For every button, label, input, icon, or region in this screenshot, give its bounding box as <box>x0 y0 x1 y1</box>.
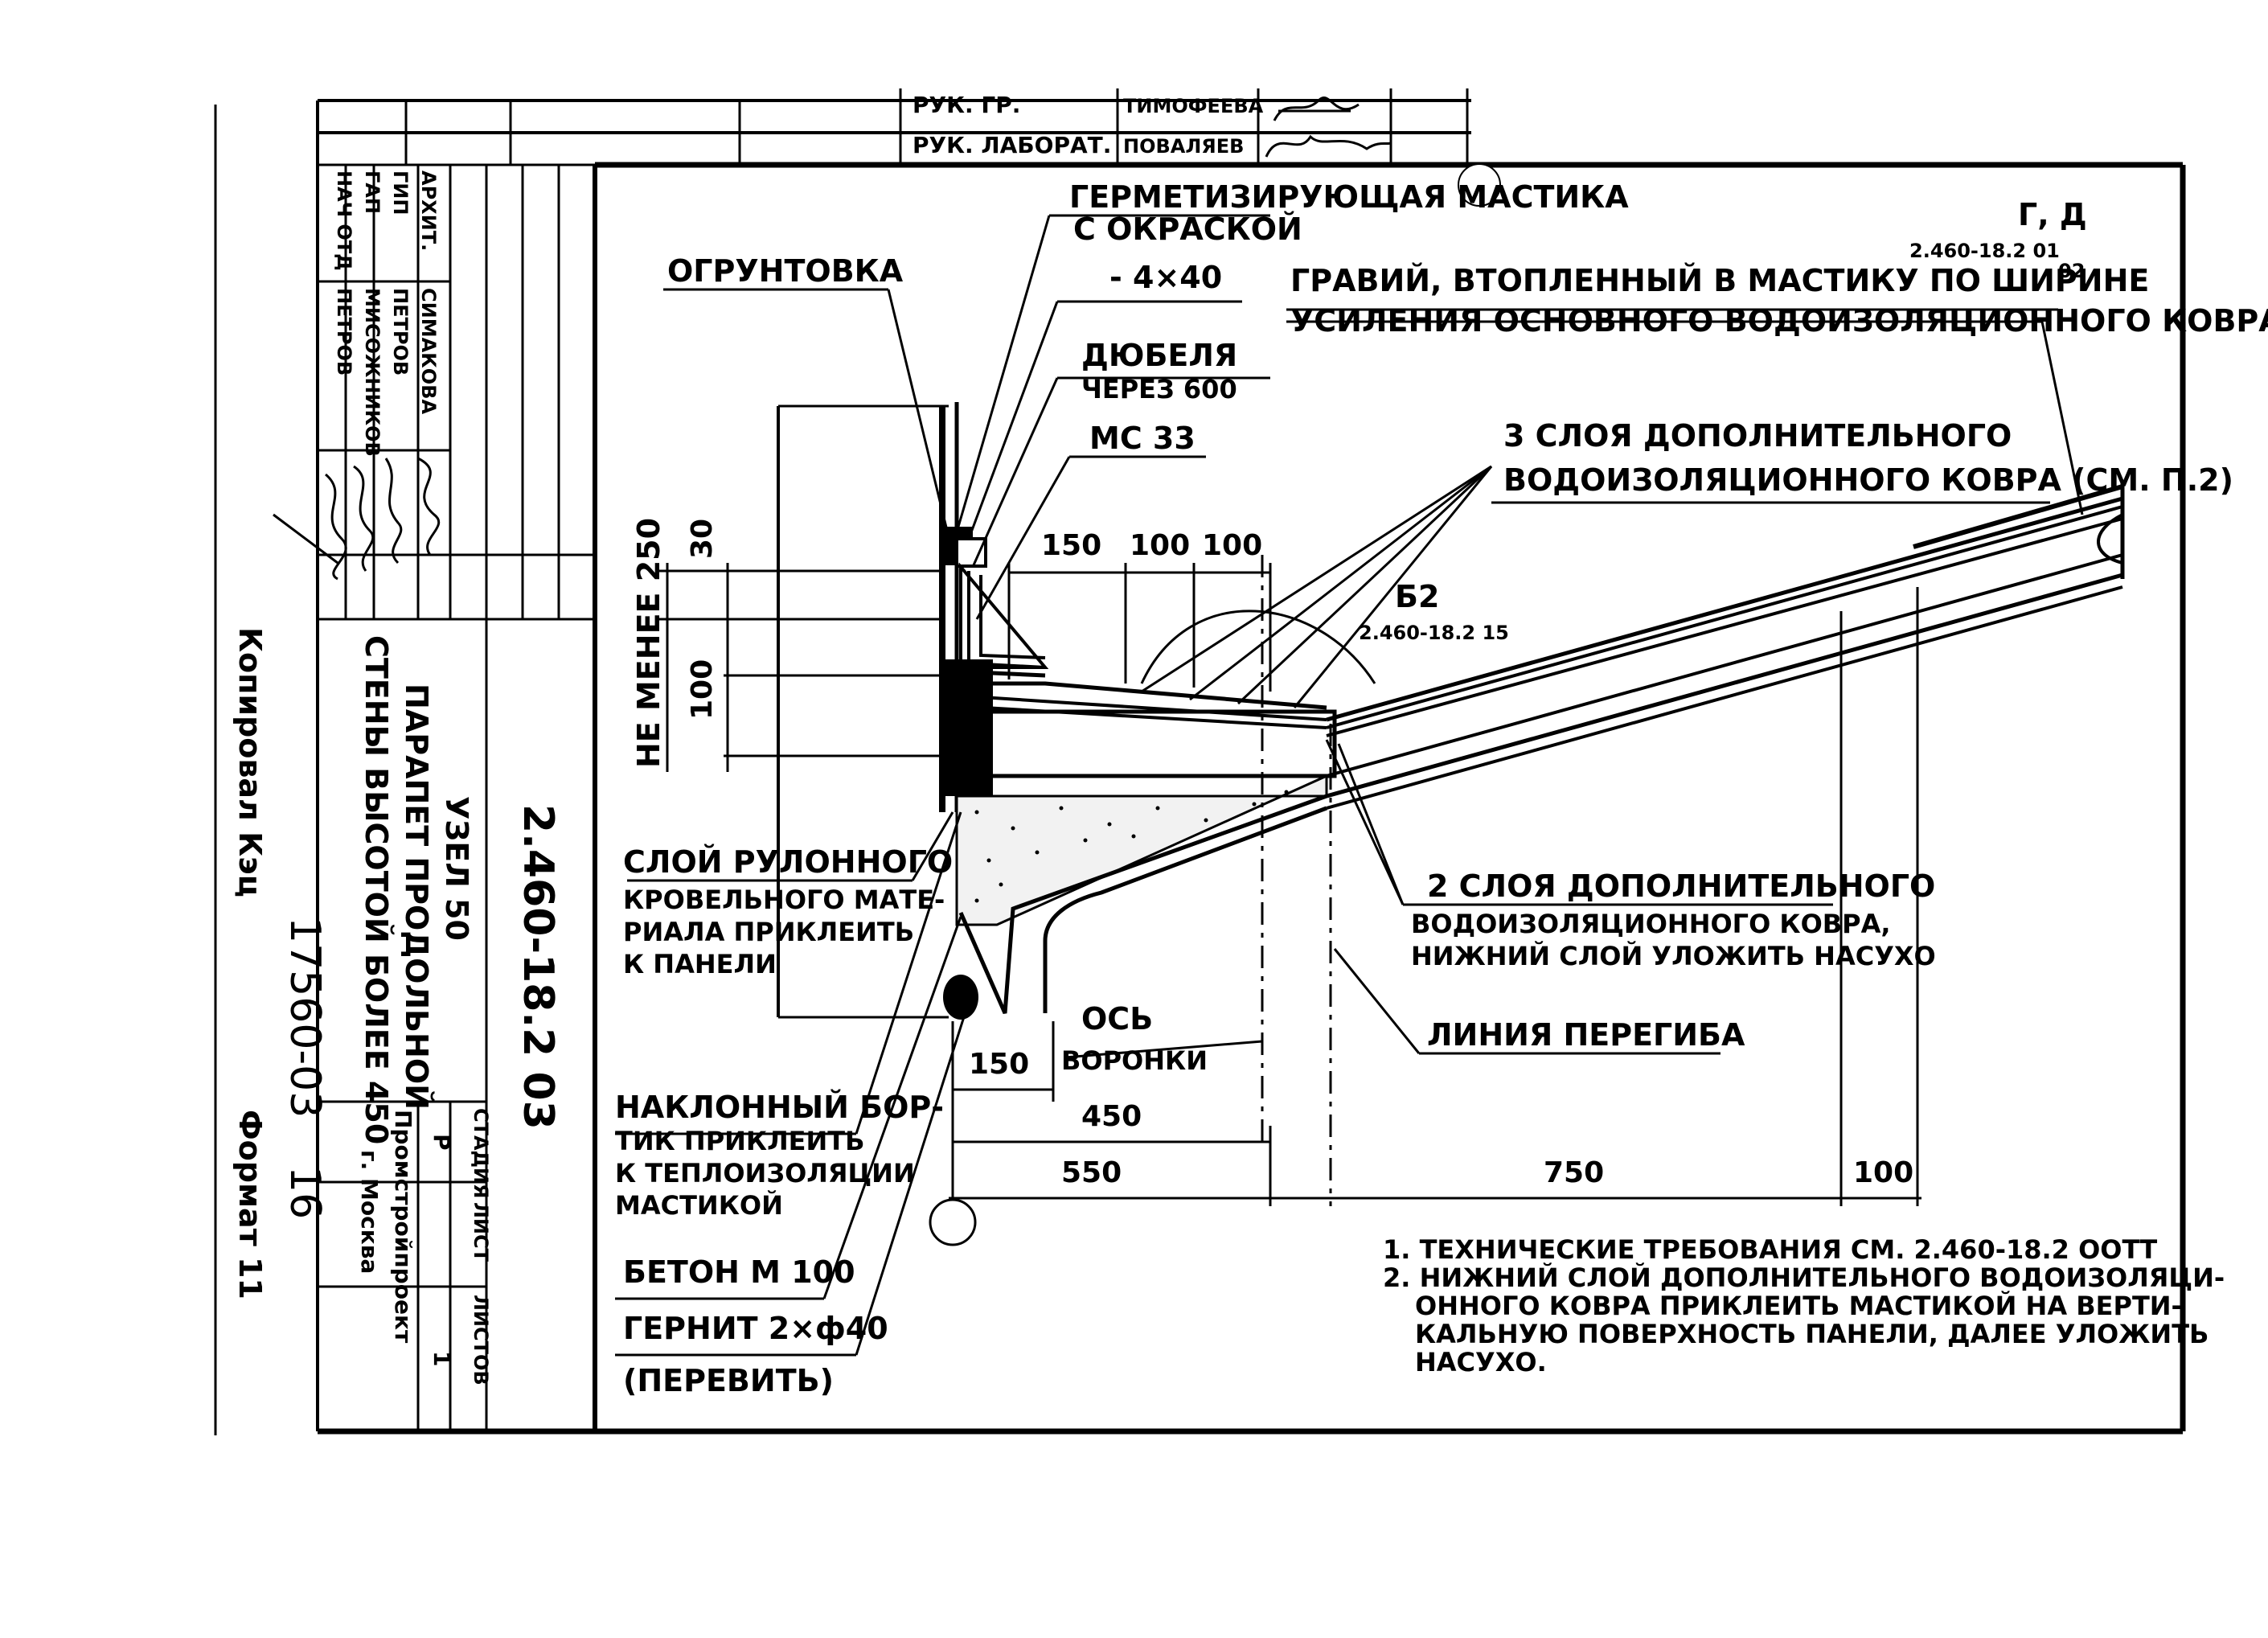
mastic-corner <box>945 659 993 796</box>
sheet-header: ЛИСТ <box>470 1202 492 1262</box>
dim-150-top: 150 <box>1041 529 1101 562</box>
label-ms33: МС 33 <box>1089 421 1196 456</box>
label-three-layers-1: 3 СЛОЯ ДОПОЛНИТЕЛЬНОГО <box>1503 418 2012 454</box>
label-gravel-1: ГРАВИЙ, ВТОПЛЕННЫЙ В МАСТИКУ ПО ШИРИНЕ <box>1290 263 2149 298</box>
note-5: НАСУХО. <box>1415 1347 1547 1377</box>
dimension-lines <box>659 563 1921 1206</box>
label-fillet-2: ТИК ПРИКЛЕИТЬ <box>615 1126 865 1156</box>
dim-100-v: 100 <box>686 659 719 720</box>
note-2: 2. НИЖНИЙ СЛОЙ ДОПОЛНИТЕЛЬНОГО ВОДОИЗОЛЯ… <box>1383 1262 2225 1293</box>
title-block: 2.460-18.2 03 УЗЕЛ 50 ПАРАПЕТ ПРОДОЛЬНОЙ… <box>318 619 562 1433</box>
org-line-1: Промстройпроект <box>390 1110 416 1344</box>
copied-by: Копировал Кэц <box>232 627 268 897</box>
signatory-name-4: ПЕТРОВ <box>333 288 355 376</box>
label-concrete: БЕТОН М 100 <box>623 1254 855 1290</box>
doc-code: 2.460-18.2 03 <box>514 804 562 1130</box>
signatory-name-1: СИМАКОВА <box>417 288 440 414</box>
label-gravel-2: УСИЛЕНИЯ ОСНОВНОГО ВОДОИЗОЛЯЦИОННОГО КОВ… <box>1290 303 2268 339</box>
ref-gd-code: 2.460-18.2 01 <box>1909 240 2060 262</box>
format-label: Формат 11 <box>232 1110 268 1299</box>
label-sealant-2: С ОКРАСКОЙ <box>1073 211 1302 247</box>
title-line-2: ПАРАПЕТ ПРОДОЛЬНОЙ <box>399 684 434 1110</box>
concrete-dots <box>974 790 1289 903</box>
label-bend-line: ЛИНИЯ ПЕРЕГИБА <box>1427 1017 1745 1053</box>
sheets-header: ЛИСТОВ <box>470 1295 492 1386</box>
dim-not-less-250: НЕ МЕНЕЕ 250 <box>631 518 666 768</box>
signatory-role-1: АРХИТ. <box>417 170 440 251</box>
sheet-number: 16 <box>281 1166 329 1219</box>
parapet-section <box>777 402 2125 1206</box>
concrete-fill <box>955 774 1328 926</box>
signatory-name-2: ПЕТРОВ <box>389 288 412 376</box>
approval-role-1: РУК. ГР. <box>913 92 1020 118</box>
label-funnel-axis-1: ОСЬ <box>1081 1001 1153 1037</box>
ref-gd-sheet: 02 <box>2058 260 2085 282</box>
signature-2 <box>1265 134 1392 158</box>
signatures-handwritten <box>273 457 441 581</box>
dim-100-b: 100 <box>1202 529 1262 562</box>
signature-block: АРХИТ. ГИП ГАП НАЧ ОТД СИМАКОВА ПЕТРОВ М… <box>273 165 597 621</box>
approval-name-2: ПОВАЛЯЕВ <box>1123 135 1244 158</box>
signatory-role-4: НАЧ ОТД <box>333 170 355 271</box>
stage-header: СТАДИЯ <box>470 1108 492 1199</box>
label-strip: - 4×40 <box>1109 260 1222 295</box>
dim-450: 450 <box>1081 1100 1142 1133</box>
stage-value: Р <box>429 1134 455 1151</box>
dim-550: 550 <box>1061 1156 1122 1189</box>
sheets-value: 1 <box>429 1351 455 1366</box>
label-primer: ОГРУНТОВКА <box>667 253 904 289</box>
label-three-layers-2: ВОДОИЗОЛЯЦИОННОГО КОВРА (СМ. П.2) <box>1503 462 2233 498</box>
signatory-name-3: МИСОЖНИКОВ <box>361 288 383 457</box>
note-3: ОННОГО КОВРА ПРИКЛЕИТЬ МАСТИКОЙ НА ВЕРТИ… <box>1415 1291 2182 1321</box>
ref-b2-mark: Б2 <box>1395 579 1439 614</box>
label-roll-2: КРОВЕЛЬНОГО МАТЕ- <box>623 885 945 915</box>
label-funnel-axis-2: ВОРОНКИ <box>1061 1045 1208 1076</box>
axis-marker-circle <box>929 1198 977 1246</box>
dim-150-bottom: 150 <box>969 1048 1029 1081</box>
leader-lines <box>615 214 2084 1357</box>
signatory-role-2: ГИП <box>389 170 412 215</box>
title-line-3: СТЕНЫ ВЫСОТОЙ БОЛЕЕ 450 <box>359 635 394 1144</box>
label-two-layers-3: НИЖНИЙ СЛОЙ УЛОЖИТЬ НАСУХО <box>1411 941 1936 971</box>
label-dowels-2: ЧЕРЕЗ 600 <box>1081 374 1237 404</box>
label-roll-3: РИАЛА ПРИКЛЕИТЬ <box>623 917 914 947</box>
dim-100-a: 100 <box>1130 529 1190 562</box>
insulation-slab <box>954 709 1337 778</box>
signatory-role-3: ГАП <box>361 170 383 214</box>
labels: ГЕРМЕТИЗИРУЮЩАЯ МАСТИКА С ОКРАСКОЙ - 4×4… <box>615 179 2268 1398</box>
punch-hole <box>1458 163 1501 207</box>
gernit-cord <box>943 975 978 1020</box>
label-fillet-1: НАКЛОННЫЙ БОР- <box>615 1090 944 1125</box>
label-gernit: ГЕРНИТ 2×ф40 <box>623 1311 888 1346</box>
label-dowels-1: ДЮБЕЛЯ <box>1081 338 1237 373</box>
note-1: 1. ТЕХНИЧЕСКИЕ ТРЕБОВАНИЯ СМ. 2.460-18.2… <box>1383 1234 2157 1265</box>
ref-gd-mark: Г, Д <box>2018 197 2087 232</box>
dim-750: 750 <box>1544 1156 1604 1189</box>
inventory-number: 17560-03 <box>281 917 329 1118</box>
org-line-2: г. Москва <box>356 1150 383 1274</box>
dim-30: 30 <box>686 519 719 559</box>
approval-table: РУК. ГР. ТИМОФЕЕВА РУК. ЛАБОРАТ. ПОВАЛЯЕ… <box>318 88 1501 207</box>
signature-1 <box>1273 96 1360 121</box>
label-two-layers-2: ВОДОИЗОЛЯЦИОННОГО КОВРА, <box>1411 909 1891 939</box>
note-4: КАЛЬНУЮ ПОВЕРХНОСТЬ ПАНЕЛИ, ДАЛЕЕ УЛОЖИТ… <box>1415 1319 2209 1349</box>
dim-100-right: 100 <box>1853 1156 1913 1189</box>
approval-name-1: ТИМОФЕЕВА <box>1123 95 1264 117</box>
label-roll-1: СЛОЙ РУЛОННОГО <box>623 844 953 880</box>
label-roll-4: К ПАНЕЛИ <box>623 949 777 979</box>
steel-strip <box>955 537 987 568</box>
label-fillet-3: К ТЕПЛОИЗОЛЯЦИИ <box>615 1158 915 1188</box>
label-sealant-1: ГЕРМЕТИЗИРУЮЩАЯ МАСТИКА <box>1069 179 1629 215</box>
ref-b2-code: 2.460-18.2 15 <box>1359 622 1509 644</box>
label-two-layers-1: 2 СЛОЯ ДОПОЛНИТЕЛЬНОГО <box>1427 868 1935 904</box>
label-twist: (ПЕРЕВИТЬ) <box>623 1363 834 1398</box>
label-fillet-4: МАСТИКОЙ <box>615 1190 783 1221</box>
title-line-1: УЗЕЛ 50 <box>439 796 474 941</box>
margin-notes: Копировал Кэц 17560-03 16 Формат 11 <box>232 627 329 1299</box>
approval-role-2: РУК. ЛАБОРАТ. <box>913 132 1111 158</box>
